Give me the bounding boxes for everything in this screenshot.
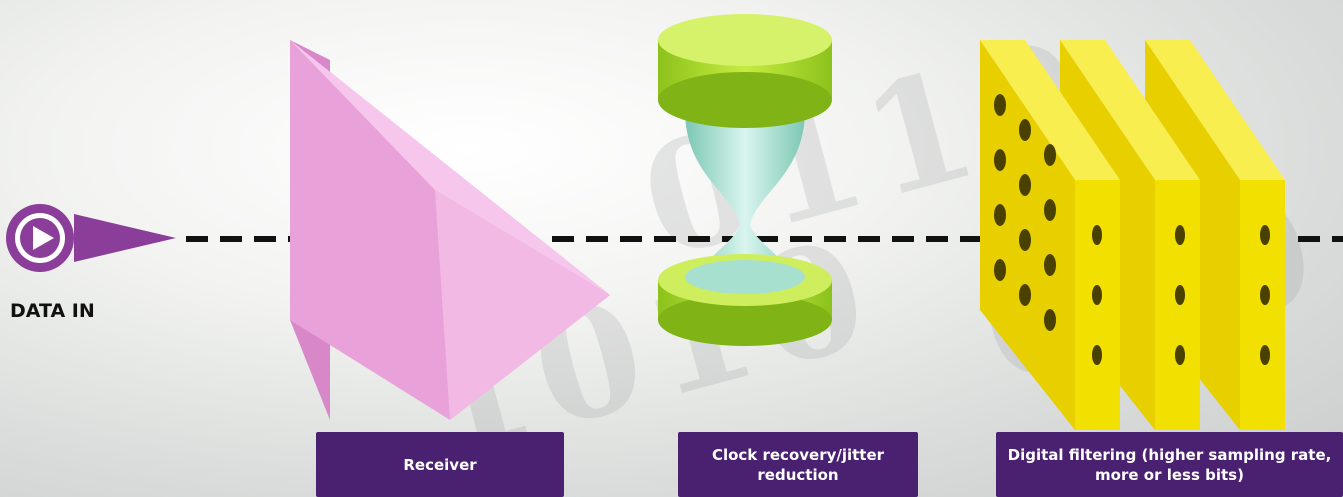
data-in-label: DATA IN [10,300,95,322]
hourglass-icon [650,15,840,355]
receiver-prism-icon [280,30,620,430]
filter-plates-icon [975,35,1305,445]
stage-label-receiver: Receiver [316,432,564,497]
stage-label-digital-filtering: Digital filtering (higher sampling rate,… [996,432,1343,497]
stage-label-clock-recovery: Clock recovery/jitter reduction [678,432,918,497]
play-icon [0,188,190,288]
